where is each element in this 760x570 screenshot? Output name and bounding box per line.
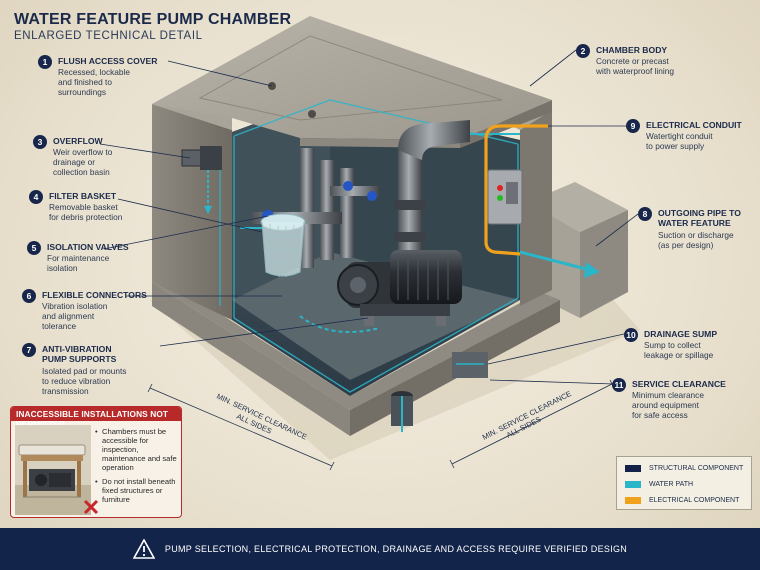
callout-number: 7 [22,343,36,357]
callout-desc: Watertight conduit [646,131,713,141]
callout-title: OVERFLOW [53,136,103,146]
callout-desc: to power supply [646,141,705,151]
legend-label: ELECTRICAL COMPONENT [649,496,740,504]
callout-title: ANTI-VIBRATION [42,344,112,354]
callout-desc: and alignment [42,311,95,321]
callout-number: 6 [22,289,36,303]
legend-item-structural: STRUCTURAL COMPONENT [625,463,743,473]
water-path-arrows [240,133,591,333]
callout-number: 9 [626,119,640,133]
callout-desc: around equipment [632,400,699,410]
callout-number: 8 [638,207,652,221]
callout-desc: Vibration isolation [42,301,108,311]
callout-number: 4 [29,190,43,204]
callout-desc: Minimum clearance [632,390,704,400]
callout-desc: Suction or discharge [658,230,734,240]
bench-over-chamber-illustration [15,425,91,515]
callout-desc: isolation [47,263,78,273]
callout-title: PUMP SUPPORTS [42,354,117,364]
legend: STRUCTURAL COMPONENT WATER PATH ELECTRIC… [616,456,752,510]
leader-lines [99,49,639,385]
legend-item-electrical: ELECTRICAL COMPONENT [625,495,739,505]
callout-desc: Recessed, lockable [58,67,130,77]
legend-swatch [625,480,641,488]
electrical-conduit [484,124,548,256]
callout-desc: Sump to collect [644,340,701,350]
callout-desc: transmission [42,386,89,396]
callout-desc: leakage or spillage [644,350,714,360]
callout-desc: For maintenance [47,253,110,263]
callout-title: DRAINAGE SUMP [644,329,718,339]
callout-number: 3 [33,135,47,149]
callout-number: 11 [612,378,626,392]
callout-desc: (as per design) [658,240,714,250]
callout-desc: and finished to [58,77,112,87]
pump-chamber-illustration: MIN. SERVICE CLEARANCE ALL SIDES MIN. SE… [99,16,640,471]
pump-motor [337,250,462,326]
callout-desc: Weir overflow to [53,147,113,157]
callout-desc: collection basin [53,167,110,177]
legend-swatch [625,464,641,472]
callout-title: CHAMBER BODY [596,45,668,55]
callout-desc: Isolated pad or mounts [42,366,127,376]
callout-desc: drainage or [53,157,95,167]
footer-text: PUMP SELECTION, ELECTRICAL PROTECTION, D… [164,544,628,554]
drain-outlet [391,391,413,432]
drainage-sump [452,352,488,378]
callout-title: SERVICE CLEARANCE [632,379,726,389]
callout-desc: Concrete or precast [596,56,669,66]
callout-desc: surroundings [58,87,106,97]
callout-number: 10 [624,328,638,342]
callout-desc: to reduce vibration [42,376,111,386]
callout-desc: tolerance [42,321,77,331]
warning-list: Chambers must be accessible for inspecti… [95,427,181,509]
dim-label-right: MIN. SERVICE CLEARANCE [481,389,573,442]
callout-number: 5 [27,241,41,255]
warning-item: Do not install beneath fixed structures … [95,477,181,504]
callout-title: WATER FEATURE [658,218,731,228]
legend-label: WATER PATH [649,480,694,488]
page-title: WATER FEATURE PUMP CHAMBER [14,11,292,28]
callout-desc: for debris protection [49,212,123,222]
page-subtitle: ENLARGED TECHNICAL DETAIL [14,30,203,42]
legend-label: STRUCTURAL COMPONENT [649,464,744,472]
callout-desc: for safe access [632,410,688,420]
callout-title: FLEXIBLE CONNECTORS [42,290,147,300]
callout-title: FILTER BASKET [49,191,117,201]
legend-swatch [625,496,641,504]
overflow-pipe [181,146,222,214]
callout-desc: Removable basket [49,202,118,212]
anti-vibration-pad [360,304,450,316]
discharge-pipe [394,120,470,260]
legend-item-water: WATER PATH [625,479,693,489]
callout-title: FLUSH ACCESS COVER [58,56,158,66]
warning-box: INACCESSIBLE INSTALLATIONS NOT PERMITTED… [10,406,182,518]
callout-title: ISOLATION VALVES [47,242,129,252]
warning-title: INACCESSIBLE INSTALLATIONS NOT PERMITTED [11,407,181,429]
footer-banner: PUMP SELECTION, ELECTRICAL PROTECTION, D… [0,528,760,570]
warning-triangle-icon [132,539,155,559]
callout-number: 2 [576,44,590,58]
warning-item: Chambers must be accessible for inspecti… [95,427,181,472]
callout-desc: with waterproof lining [596,66,674,76]
callout-title: ELECTRICAL CONDUIT [646,120,742,130]
callout-title: OUTGOING PIPE TO [658,208,741,218]
callout-number: 1 [38,55,52,69]
filter-basket [260,213,306,278]
